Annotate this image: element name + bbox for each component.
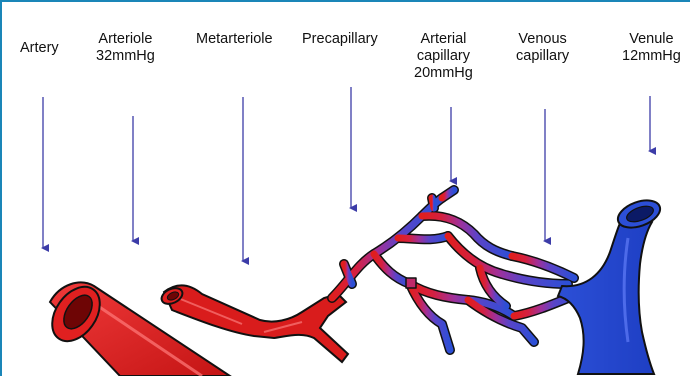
down-arrow-icons [43,87,650,261]
capillary-network [332,190,578,350]
venule-vessel [558,195,664,374]
